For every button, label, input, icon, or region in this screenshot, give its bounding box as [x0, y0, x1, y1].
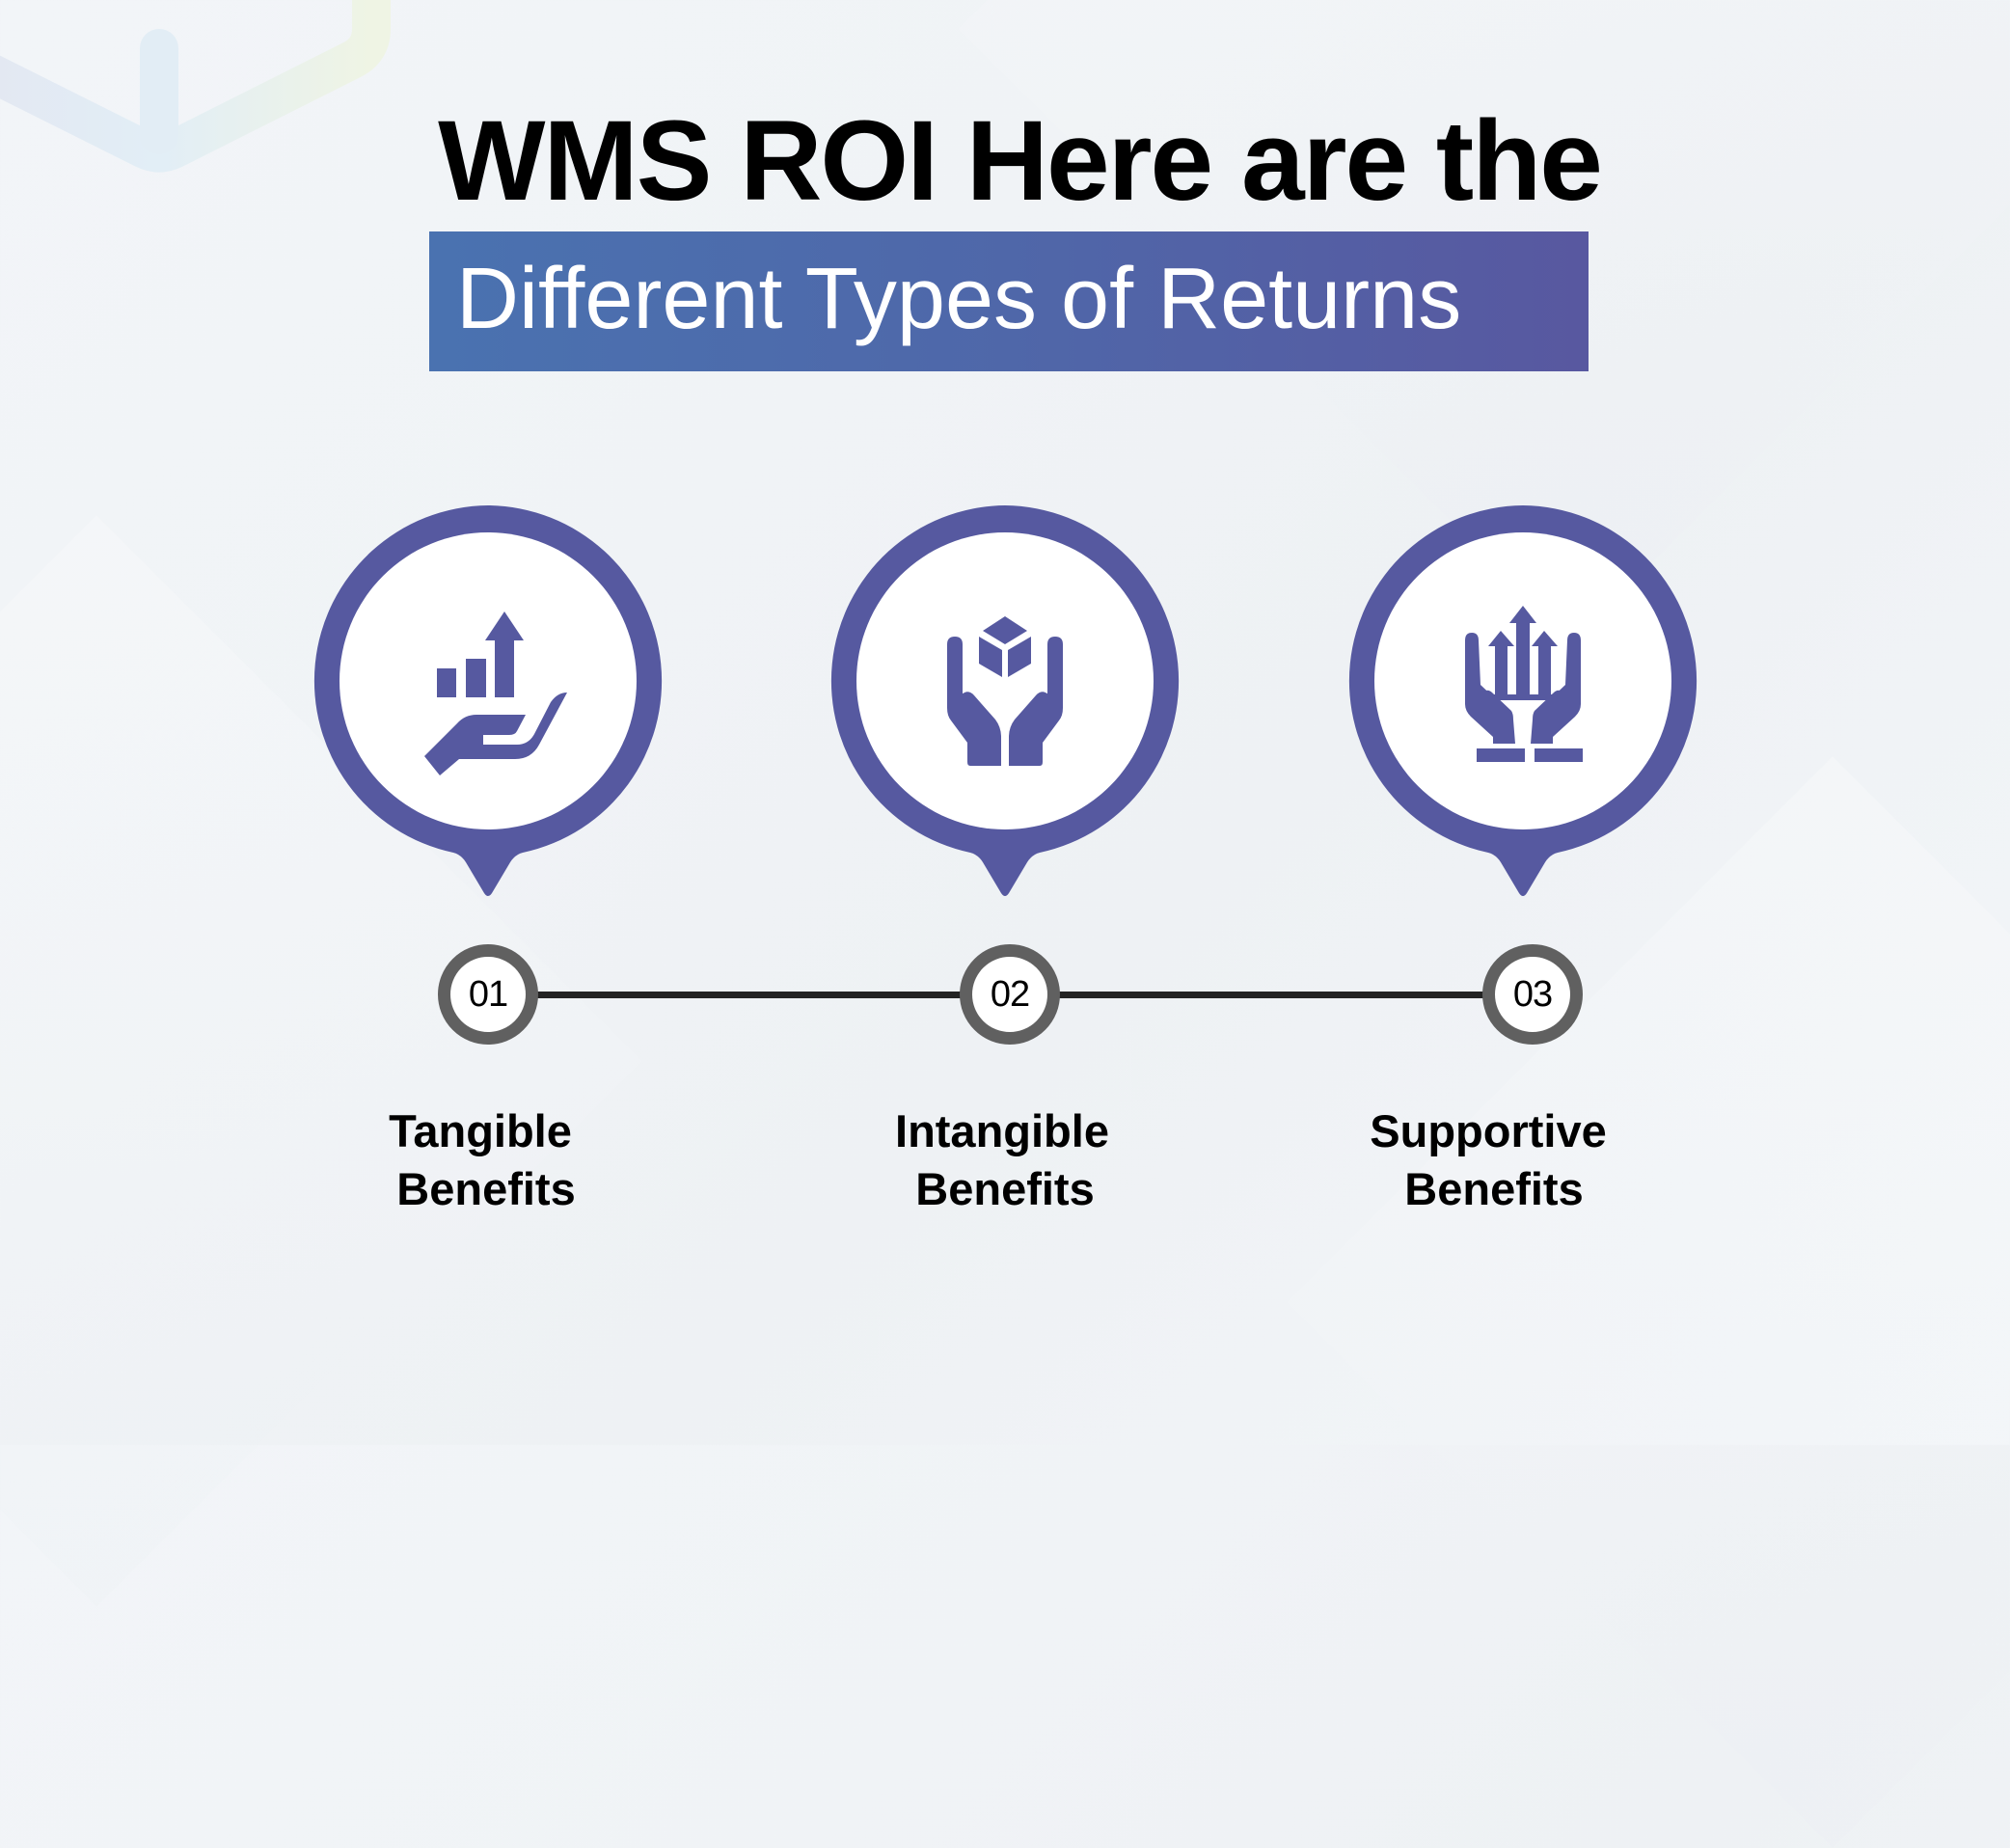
- step-label-intangible: Intangible Benefits: [828, 1102, 1176, 1218]
- label-line: Benefits: [915, 1163, 1095, 1214]
- label-line: Tangible: [389, 1105, 572, 1156]
- step-label-supportive: Supportive Benefits: [1315, 1102, 1662, 1218]
- label-line: Benefits: [396, 1163, 576, 1214]
- map-pin-shape: [1348, 505, 1698, 896]
- step-node-02: 02: [960, 944, 1060, 1045]
- step-node-01: 01: [438, 944, 538, 1045]
- pin-marker-tangible: [312, 505, 664, 901]
- label-line: Benefits: [1404, 1163, 1584, 1214]
- page-subtitle: Different Types of Returns: [456, 250, 1462, 347]
- pin-marker-supportive: [1347, 505, 1698, 901]
- map-pin-shape: [830, 505, 1180, 896]
- step-number: 01: [468, 973, 508, 1015]
- page-title: WMS ROI Here are the: [438, 97, 1603, 225]
- step-label-tangible: Tangible Benefits: [307, 1102, 654, 1218]
- step-number: 02: [990, 973, 1030, 1015]
- background-diamond-shape: [1287, 756, 2010, 1848]
- pin-marker-intangible: [829, 505, 1181, 901]
- step-node-03: 03: [1482, 944, 1583, 1045]
- map-pin-shape: [313, 505, 663, 896]
- hand-growth-chart-icon: [424, 611, 567, 775]
- label-line: Supportive: [1370, 1105, 1607, 1156]
- label-line: Intangible: [895, 1105, 1109, 1156]
- hands-supporting-arrows-icon: [1465, 606, 1583, 762]
- hands-holding-box-icon: [947, 616, 1063, 766]
- subtitle-banner: Different Types of Returns: [429, 231, 1589, 371]
- step-number: 03: [1512, 973, 1553, 1015]
